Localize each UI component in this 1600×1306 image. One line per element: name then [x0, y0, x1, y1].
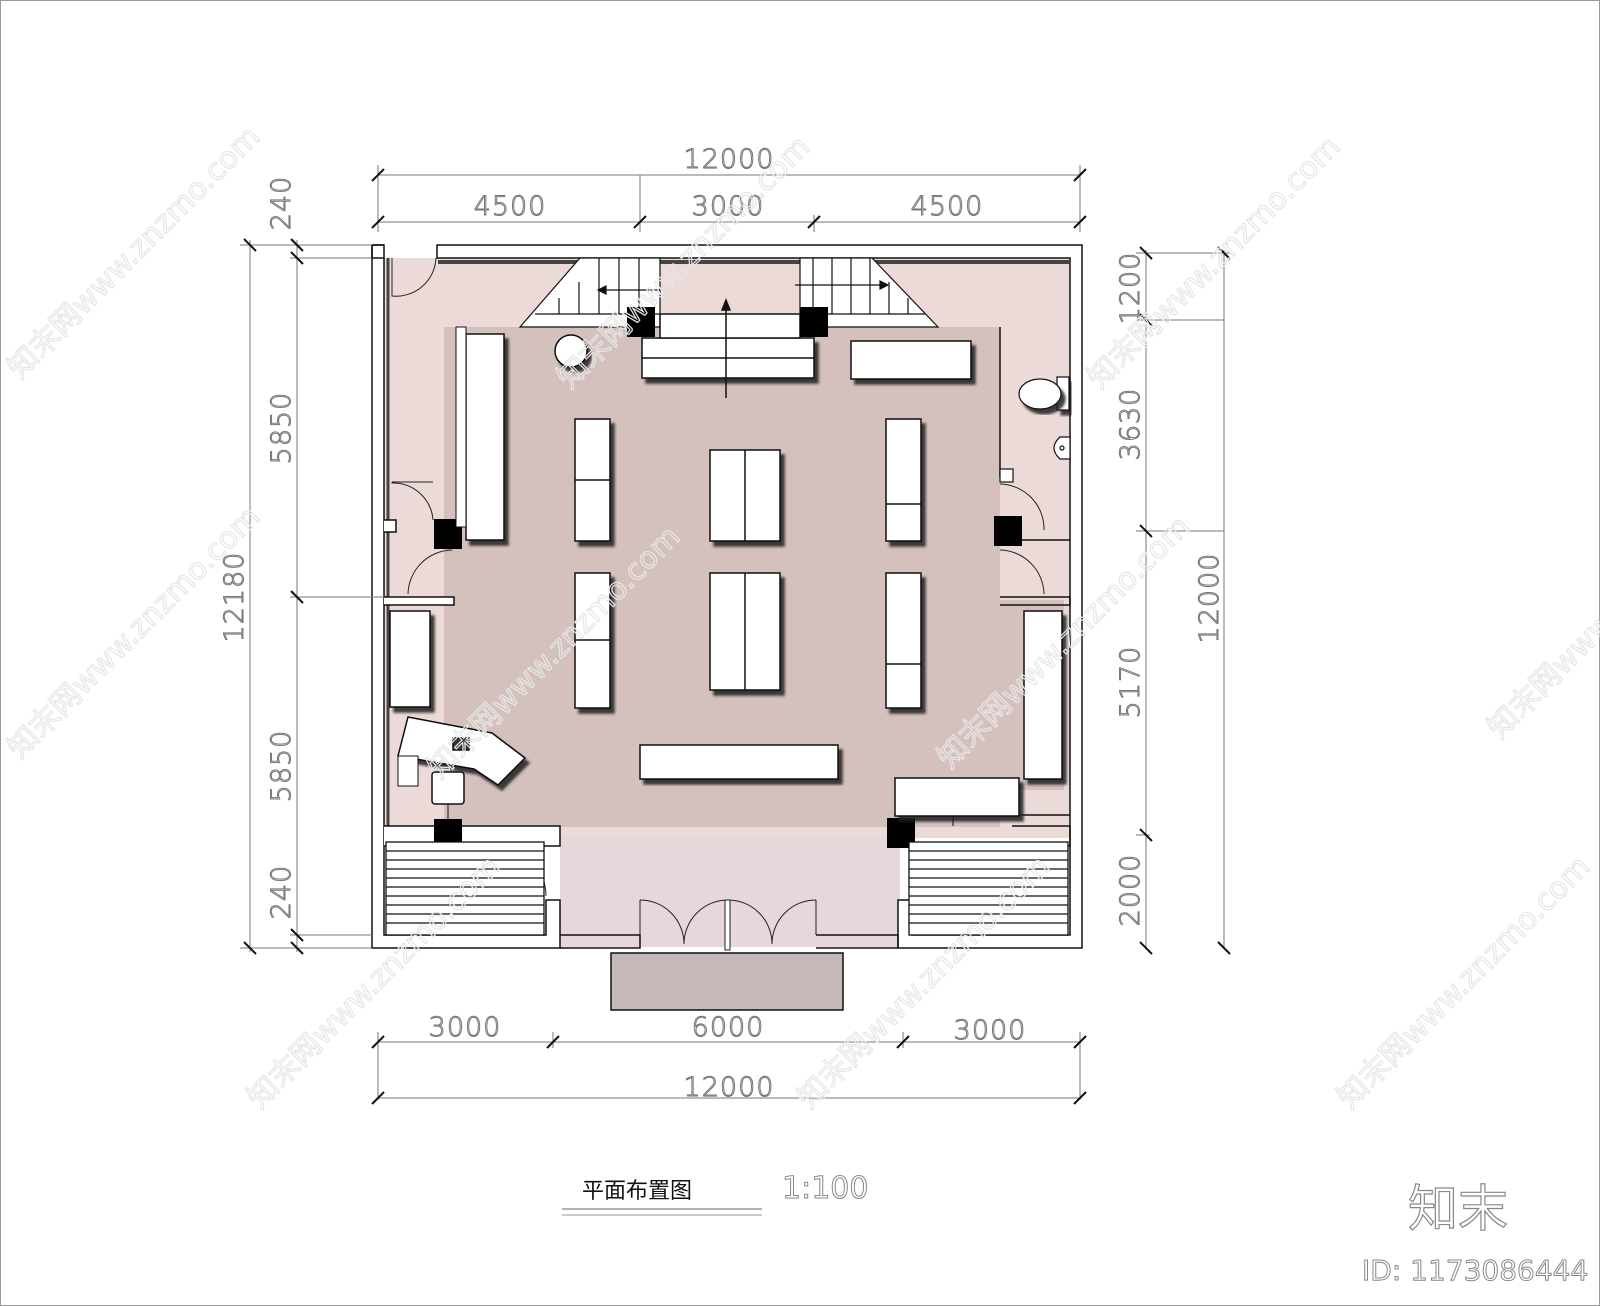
title-block: 平面布置图 1:100 [562, 1171, 869, 1216]
dimension-lines [240, 165, 1230, 1100]
watermark-text: 知末网www.znzmo.com [1, 119, 267, 385]
wall-shelf-left-lower [389, 610, 431, 708]
dim-top-seg-2: 3000 [692, 191, 765, 222]
entrance-door [639, 899, 685, 945]
asset-id: ID: 1173086444 [1362, 1254, 1588, 1287]
entrance-door [683, 899, 729, 945]
dim-bottom-total: 12000 [684, 1072, 775, 1103]
dim-right-seg-2: 3630 [1115, 388, 1146, 461]
entrance-door [727, 899, 773, 945]
entrance-door [771, 899, 817, 945]
column [994, 516, 1022, 546]
doors [391, 257, 1045, 951]
display-furniture [389, 326, 1063, 826]
dim-left-seg-1: 240 [266, 176, 297, 231]
dim-right-seg-1: 1200 [1115, 252, 1146, 325]
round-display-table [554, 334, 588, 368]
drawing-scale: 1:100 [782, 1171, 868, 1206]
door-swing [999, 549, 1045, 595]
dim-left-total: 12180 [219, 552, 250, 643]
column [800, 307, 828, 337]
stair-left [518, 257, 661, 328]
door-swing [391, 482, 434, 521]
door-swing [999, 483, 1045, 531]
computer-icon [452, 737, 470, 751]
drawing-title: 平面布置图 [582, 1179, 692, 1204]
watermark-text: 知末网www.znzmo.com [1331, 849, 1597, 1115]
dim-top-seg-1: 4500 [474, 191, 547, 222]
watermark-text: 知末网www.znzmo.com [1481, 479, 1600, 745]
door-swing [407, 549, 453, 595]
bathroom [999, 376, 1071, 483]
wall-shelf-right-lower [1023, 610, 1063, 780]
dim-left-seg-4: 240 [266, 865, 297, 920]
deck-right [908, 841, 1069, 936]
display-counter-top-right [850, 340, 972, 380]
wall-shelf-left [465, 333, 505, 541]
column [627, 307, 655, 337]
dim-right-total: 12000 [1194, 553, 1225, 644]
dim-top-seg-3: 4500 [911, 191, 984, 222]
dim-bottom-seg-2: 6000 [692, 1012, 765, 1043]
dimension-ticks [243, 168, 1231, 1105]
display-counter-bottom-right [894, 777, 1020, 817]
front-counter [641, 297, 815, 398]
dim-right-seg-3: 5170 [1115, 646, 1146, 719]
brand-logo: 知末 [1408, 1180, 1508, 1238]
porch [610, 952, 844, 1011]
dim-left-seg-3: 5850 [266, 730, 297, 803]
cashier-desk [397, 716, 527, 819]
door-swing [391, 257, 437, 297]
toilet [1018, 378, 1062, 410]
stair-right [795, 257, 940, 328]
deck-left [385, 841, 545, 936]
dim-right-seg-4: 2000 [1115, 854, 1146, 927]
dim-bottom-seg-3: 3000 [954, 1015, 1027, 1046]
display-table [885, 572, 922, 709]
long-display-bench [639, 744, 839, 780]
dim-top-total: 12000 [684, 144, 775, 175]
dim-left-seg-2: 5850 [266, 392, 297, 465]
dim-bottom-seg-1: 3000 [429, 1012, 502, 1043]
display-table [885, 418, 922, 542]
